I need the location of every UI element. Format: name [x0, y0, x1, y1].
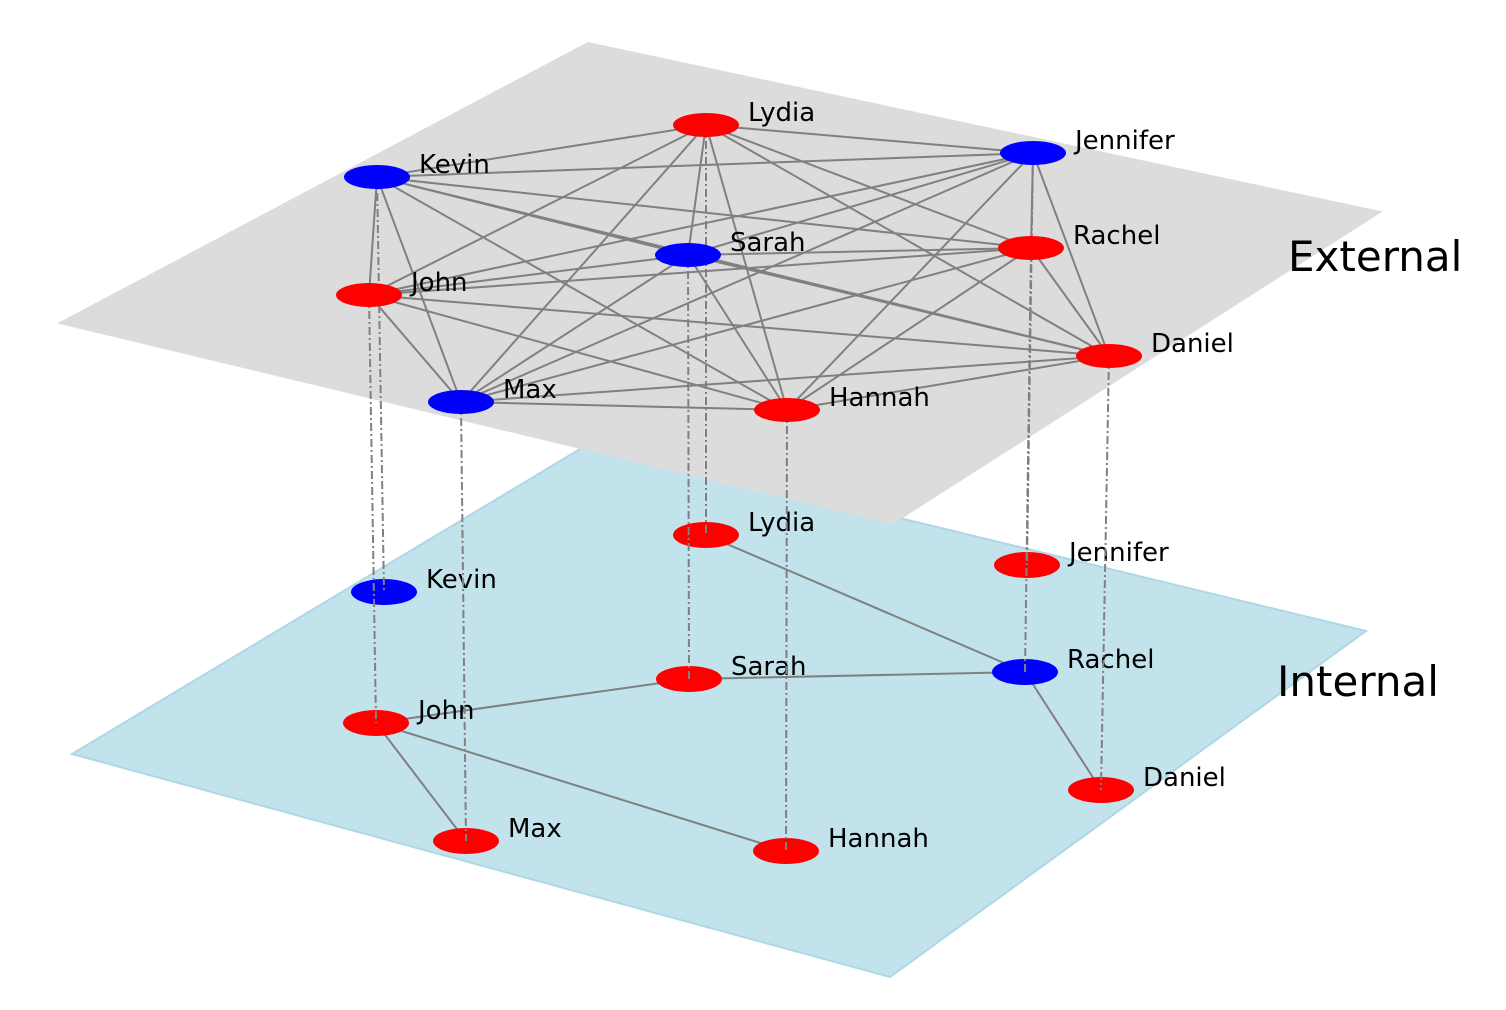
- interlayer-link-kevin: [376, 176, 385, 593]
- external-layer-nodes: [336, 113, 1142, 422]
- external-node-sarah: [655, 243, 721, 267]
- external-edge-daniel-max: [460, 355, 1110, 403]
- external-node-label-lydia: Lydia: [748, 98, 815, 128]
- interlayer-link-hannah: [785, 409, 788, 852]
- internal-node-rachel: [992, 659, 1058, 685]
- internal-edge-rachel-sarah: [688, 671, 1026, 680]
- external-edge-daniel-hannah: [786, 355, 1110, 411]
- external-edge-sarah-hannah: [687, 254, 788, 411]
- external-edge-kevin-john: [368, 176, 378, 296]
- external-node-kevin: [344, 165, 410, 189]
- external-edge-rachel-daniel: [1030, 247, 1110, 357]
- external-edge-lydia-max: [460, 124, 707, 403]
- external-node-max: [428, 390, 494, 414]
- external-node-lydia: [673, 113, 739, 137]
- internal-node-label-kevin: Kevin: [426, 565, 497, 595]
- internal-edge-john-hannah: [375, 722, 787, 852]
- external-node-john: [336, 283, 402, 307]
- external-node-label-daniel: Daniel: [1151, 329, 1234, 359]
- external-edge-lydia-john: [368, 124, 707, 296]
- external-node-label-sarah: Sarah: [730, 228, 806, 258]
- external-edge-jennifer-max: [460, 152, 1034, 403]
- external-edge-john-daniel: [368, 294, 1110, 357]
- external-edge-sarah-max: [460, 254, 689, 403]
- internal-node-label-jennifer: Jennifer: [1067, 538, 1169, 568]
- internal-node-label-hannah: Hannah: [828, 824, 929, 854]
- external-edge-kevin-hannah: [376, 176, 788, 411]
- external-node-label-max: Max: [503, 375, 557, 405]
- external-edge-rachel-sarah: [687, 247, 1032, 256]
- external-layer-title: External: [1288, 232, 1462, 281]
- external-node-daniel: [1076, 344, 1142, 368]
- external-edge-kevin-jennifer: [376, 152, 1034, 178]
- internal-edge-sarah-john: [375, 678, 690, 724]
- external-layer-edges: [368, 124, 1110, 411]
- external-edge-rachel-hannah: [786, 247, 1032, 411]
- interlayer-link-max: [460, 401, 467, 842]
- external-edge-jennifer-rachel: [1030, 152, 1034, 249]
- external-edge-lydia-jennifer: [705, 124, 1034, 154]
- external-node-label-rachel: Rachel: [1073, 221, 1160, 251]
- internal-node-kevin: [351, 579, 417, 605]
- external-edge-rachel-john: [368, 247, 1032, 296]
- internal-layer-plane-group: [69, 441, 1369, 979]
- external-node-label-jennifer: Jennifer: [1073, 126, 1175, 156]
- internal-node-label-max: Max: [508, 814, 562, 844]
- internal-node-sarah: [656, 666, 722, 692]
- internal-edge-john-max: [375, 722, 467, 842]
- external-edge-lydia-daniel: [705, 124, 1110, 357]
- external-edge-lydia-sarah: [687, 124, 707, 256]
- external-node-label-hannah: Hannah: [829, 383, 930, 413]
- external-edge-jennifer-sarah: [687, 152, 1034, 256]
- interlayer-link-sarah: [687, 254, 690, 680]
- external-edge-john-hannah: [368, 294, 788, 411]
- external-node-rachel: [998, 236, 1064, 260]
- external-edge-lydia-rachel: [705, 124, 1032, 249]
- external-node-label-kevin: Kevin: [419, 150, 490, 180]
- internal-node-label-john: John: [416, 696, 475, 726]
- internal-node-hannah: [753, 838, 819, 864]
- external-edge-max-hannah: [460, 401, 788, 411]
- interlayer-link-rachel: [1024, 247, 1032, 673]
- external-edge-jennifer-daniel: [1032, 152, 1110, 357]
- external-edge-john-max: [368, 294, 462, 403]
- internal-layer-edges: [375, 534, 1102, 852]
- internal-node-label-daniel: Daniel: [1143, 763, 1226, 793]
- interlayer-link-john: [368, 294, 377, 724]
- internal-layer-title: Internal: [1277, 657, 1439, 706]
- internal-layer-plane: [69, 441, 1369, 979]
- internal-node-label-lydia: Lydia: [748, 508, 815, 538]
- internal-edge-rachel-daniel: [1024, 671, 1102, 791]
- external-node-label-john: John: [409, 268, 468, 298]
- external-edge-sarah-daniel: [687, 254, 1110, 357]
- external-node-hannah: [754, 398, 820, 422]
- external-edge-kevin-rachel: [376, 176, 1032, 249]
- external-node-jennifer: [1000, 141, 1066, 165]
- external-edge-jennifer-john: [368, 152, 1034, 296]
- internal-node-label-sarah: Sarah: [731, 652, 807, 682]
- internal-node-label-rachel: Rachel: [1067, 645, 1154, 675]
- external-edge-rachel-max: [460, 247, 1032, 403]
- internal-edge-lydia-rachel: [705, 534, 1026, 673]
- external-edge-sarah-john: [368, 254, 689, 296]
- external-edge-kevin-lydia: [376, 124, 707, 178]
